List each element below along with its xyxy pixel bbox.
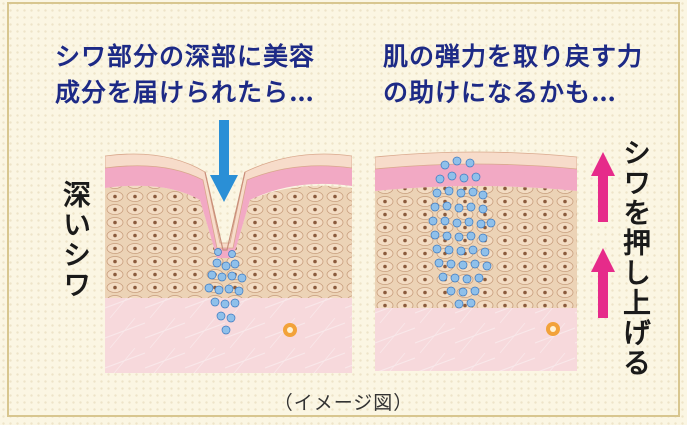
push-up-label: シワを押し上げる [618, 138, 652, 378]
right-caption-line2: の助けになるかも… [383, 76, 617, 109]
blue-down-arrow-icon [210, 120, 238, 202]
pink-up-arrow-icon [591, 152, 615, 222]
left-caption-line2: 成分を届けられたら… [55, 76, 315, 109]
left-caption-line1: シワ部分の深部に美容 [55, 40, 315, 73]
deep-wrinkle-label: 深いシワ [58, 180, 92, 300]
plumped-skin-diagram [375, 143, 577, 371]
pink-up-arrow-icon [591, 248, 615, 318]
right-caption-line1: 肌の弾力を取り戻す力 [383, 40, 643, 73]
image-caption: （イメージ図） [0, 388, 687, 415]
